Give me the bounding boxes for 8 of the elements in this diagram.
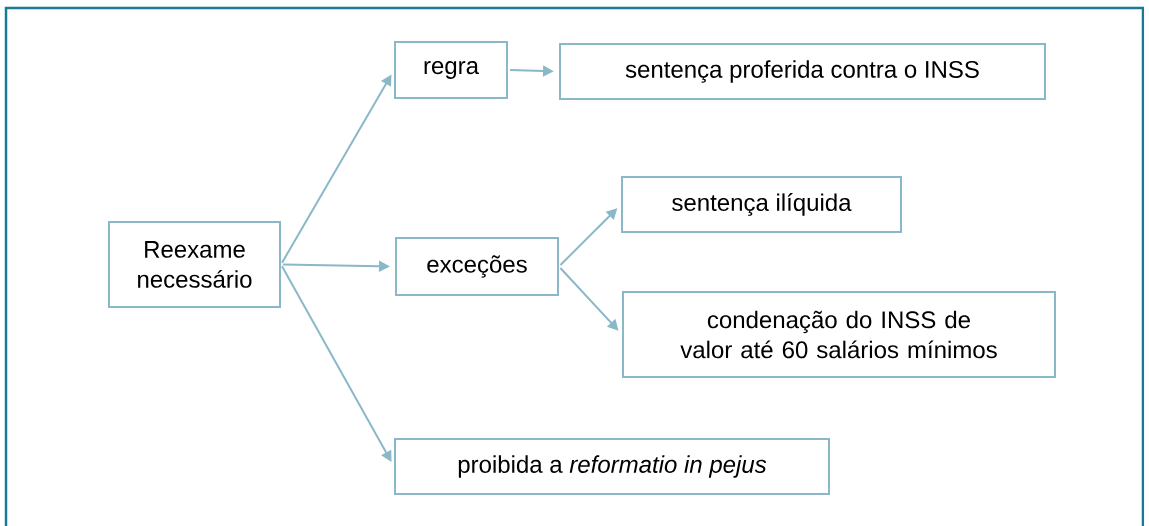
text-box: sentença proferida contra o INSS	[559, 43, 1046, 100]
text-box: proibida a reformatio in pejus	[394, 438, 830, 495]
text-box: exceções	[395, 237, 559, 296]
text-box: condenação do INSS de valor até 60 salários mínimos	[622, 291, 1056, 378]
text-box: sentença ilíquida	[621, 176, 902, 233]
arrow	[559, 266, 619, 331]
text-box: regra	[394, 41, 508, 99]
text-box: Reexame necessário	[108, 221, 281, 308]
